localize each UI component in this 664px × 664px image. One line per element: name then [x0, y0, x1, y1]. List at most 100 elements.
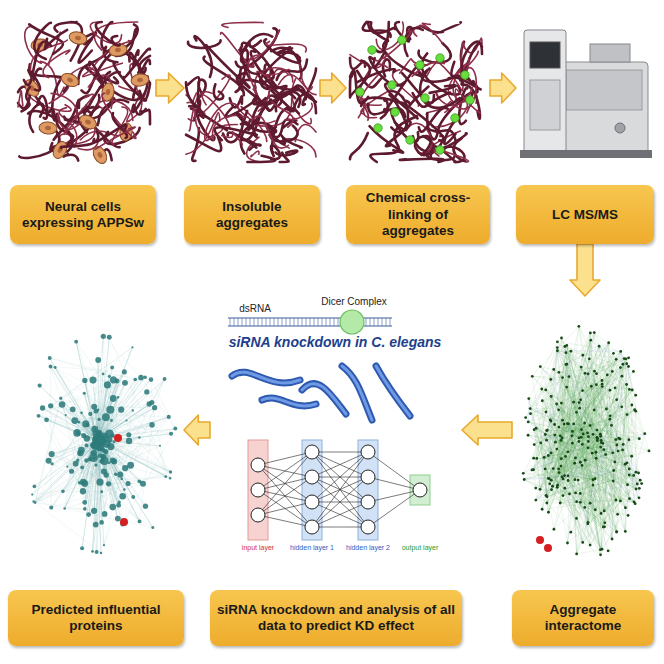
protein-dot — [557, 371, 560, 374]
crosslink-dot — [391, 108, 399, 116]
fiber — [267, 126, 285, 144]
interaction-edge — [557, 371, 595, 449]
fiber — [34, 23, 51, 59]
fiber — [363, 22, 391, 37]
protein-dot — [560, 465, 563, 468]
prediction-edge — [104, 379, 165, 545]
interaction-edge — [528, 422, 649, 451]
protein-dot — [633, 408, 636, 411]
protein-dot — [522, 472, 525, 475]
interaction-edge — [536, 378, 563, 500]
protein-dot — [605, 408, 608, 411]
interaction-edge — [547, 503, 583, 542]
protein-dot — [592, 433, 595, 436]
interaction-edge — [548, 452, 596, 478]
protein-dot — [589, 339, 592, 342]
prediction-edge — [152, 379, 165, 402]
protein-dot — [638, 496, 641, 499]
protein-dot — [544, 468, 547, 471]
prediction-edge — [38, 416, 126, 421]
protein-dot — [595, 383, 598, 386]
protein-dot — [579, 461, 582, 464]
protein-dot — [622, 443, 625, 446]
protein-dot — [581, 354, 584, 357]
protein-dot — [564, 455, 567, 458]
interaction-edge — [526, 369, 554, 417]
protein-dot — [533, 443, 536, 446]
instrument-base — [520, 150, 652, 158]
protein-dot — [624, 530, 627, 533]
protein-dot — [583, 506, 586, 509]
prediction-edge — [94, 336, 103, 406]
protein-dot — [543, 456, 546, 459]
crosslink-dot — [436, 54, 444, 62]
protein-dot — [579, 398, 582, 401]
fiber — [455, 89, 480, 113]
fiber — [375, 31, 411, 61]
protein-dot — [615, 530, 618, 533]
protein-dot — [593, 408, 596, 411]
neural-cell — [39, 121, 58, 135]
protein-dot — [589, 544, 592, 547]
interaction-edge — [567, 494, 569, 543]
protein-dot — [636, 483, 639, 486]
protein-dot — [616, 444, 619, 447]
cell-body — [130, 73, 150, 88]
protein-dot — [591, 452, 594, 455]
interaction-edge — [590, 426, 597, 438]
interaction-edge — [563, 463, 575, 495]
protein-dot — [606, 374, 609, 377]
protein-dot — [640, 482, 643, 485]
protein-dot — [626, 483, 629, 486]
interaction-edge — [577, 550, 601, 554]
protein-dot — [556, 349, 559, 352]
protein-dot — [612, 469, 615, 472]
prediction-edge — [35, 446, 160, 503]
protein-dot — [578, 401, 581, 404]
prediction-edge — [100, 437, 170, 472]
protein-dot — [587, 440, 590, 443]
crosslink-dot — [451, 114, 459, 122]
instrument-top — [590, 44, 630, 62]
instrument-tower — [524, 30, 566, 154]
fiber — [114, 62, 146, 100]
aggregate-tangle — [350, 22, 482, 162]
fiber — [247, 137, 267, 162]
interaction-edge — [546, 440, 631, 456]
protein-dot — [548, 482, 551, 485]
interaction-edge — [524, 479, 603, 526]
fiber — [186, 82, 198, 107]
prediction-edge — [103, 417, 169, 459]
prediction-edge — [80, 453, 94, 511]
fiber — [186, 113, 220, 155]
interactome-network — [522, 325, 651, 556]
neural-cell — [59, 71, 80, 89]
protein-dot — [616, 513, 619, 516]
protein-dot — [571, 434, 574, 437]
prediction-edge — [76, 342, 109, 440]
protein-dot — [628, 438, 631, 441]
protein-dot — [604, 453, 607, 456]
protein-dot — [529, 407, 532, 410]
interaction-edge — [588, 371, 612, 436]
neural-cell — [68, 30, 88, 46]
interaction-edge — [568, 359, 616, 476]
prediction-edge — [76, 342, 99, 442]
protein-dot — [533, 428, 536, 431]
protein-dot — [539, 488, 542, 491]
fiber — [462, 42, 482, 80]
crosslink-dot — [374, 124, 382, 132]
protein-dot — [584, 459, 587, 462]
protein-dot — [603, 521, 606, 524]
protein-dot — [527, 397, 530, 400]
protein-dot — [635, 488, 638, 491]
protein-dot — [619, 500, 622, 503]
protein-dot — [581, 443, 584, 446]
interaction-edge — [536, 408, 580, 488]
protein-dot — [593, 370, 596, 373]
protein-dot — [544, 433, 547, 436]
protein-dot — [612, 352, 615, 355]
protein-dot — [552, 467, 555, 470]
protein-dot — [590, 385, 593, 388]
protein-dot — [578, 407, 581, 410]
